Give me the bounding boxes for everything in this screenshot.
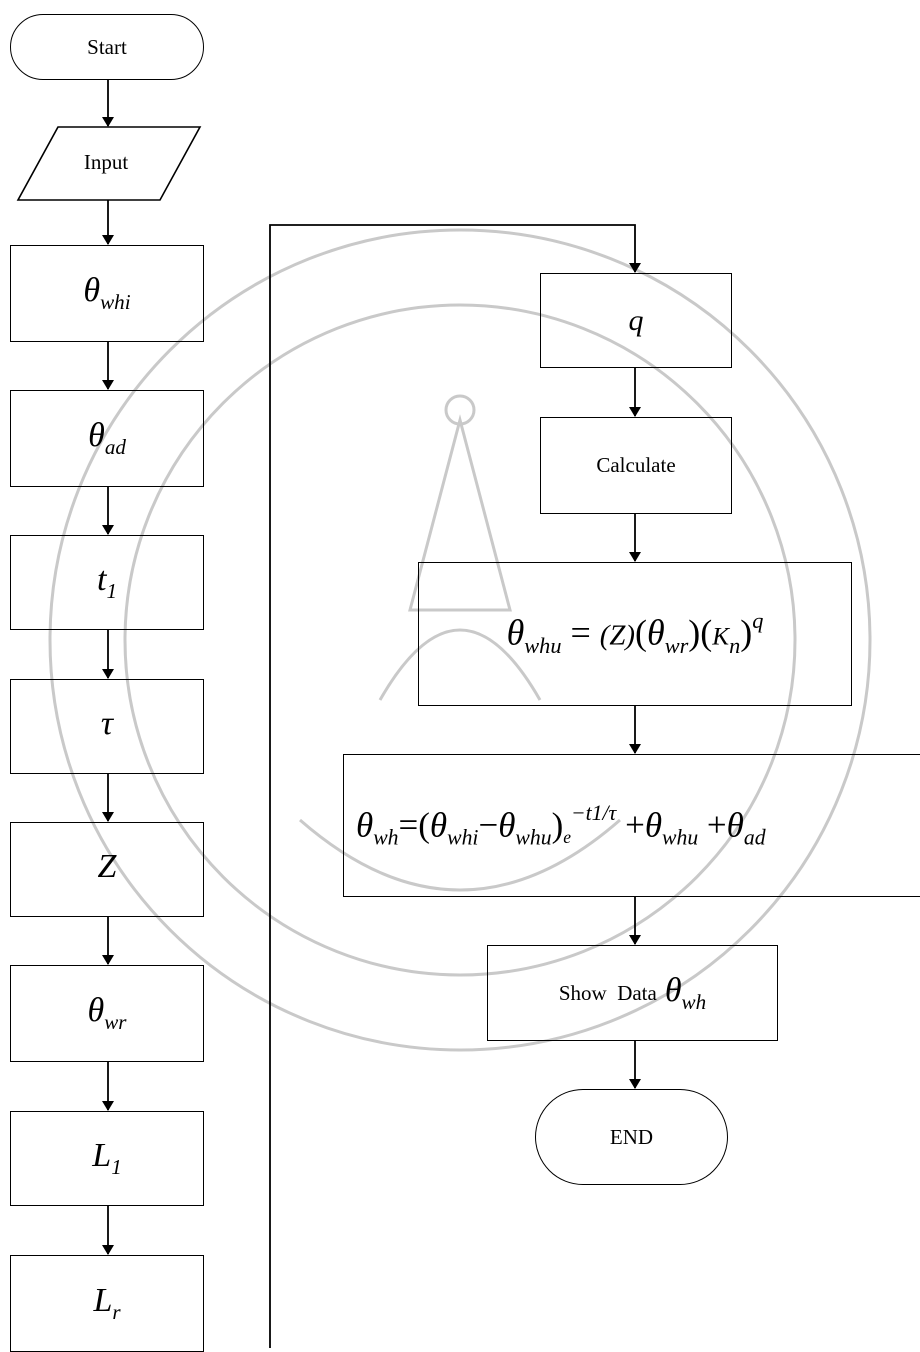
end-terminal: END xyxy=(535,1089,728,1185)
show-data-label: Show Data xyxy=(558,980,657,1005)
formula-box-theta-whu: θwhu = (Z)(θwr)(Kn)q xyxy=(418,562,852,706)
input-box-theta-whi: θwhi xyxy=(10,245,204,342)
f2-a: θ xyxy=(429,805,448,845)
var-base: L xyxy=(92,1137,112,1174)
f2-plus1: + xyxy=(625,805,645,845)
formula-theta-wh: θwh=(θwhi−θwhu)e−t1/τ +θwhu +θad xyxy=(356,801,766,851)
f1-wr: θ xyxy=(647,613,665,654)
process-box-calculate: Calculate xyxy=(540,417,732,514)
f1-wr-sub: wr xyxy=(664,633,689,659)
watermark-spire xyxy=(408,414,512,612)
var-sub: wr xyxy=(104,1010,127,1034)
input-parallelogram xyxy=(16,126,202,201)
watermark-base-curve xyxy=(299,818,621,892)
f2-b-sub: whu xyxy=(515,825,552,850)
var-base: L xyxy=(93,1282,113,1319)
var-sub: 1 xyxy=(111,1155,122,1179)
f1-lhs-sub: whu xyxy=(524,633,562,659)
input-box-l1: L1 xyxy=(10,1111,204,1206)
formula-box-theta-wh: θwh=(θwhi−θwhu)e−t1/τ +θwhu +θad xyxy=(343,754,920,897)
f2-eq: = xyxy=(398,805,419,845)
var-base: θ xyxy=(88,417,105,454)
f2-plus2: + xyxy=(706,805,727,845)
f1-p4: ) xyxy=(740,613,753,654)
input-box-theta-wr: θwr xyxy=(10,965,204,1062)
f2-open: ( xyxy=(418,805,430,845)
f1-z: (Z) xyxy=(599,620,635,653)
var-sub: 1 xyxy=(106,579,117,603)
input-label: Input xyxy=(83,150,129,174)
f2-c-sub: whu xyxy=(662,825,699,850)
q-symbol: q xyxy=(628,303,644,337)
f2-minus: − xyxy=(478,805,499,845)
var-sub: whi xyxy=(100,290,131,314)
f2-lhs-sub: wh xyxy=(373,825,399,850)
show-data-symbol: θwh xyxy=(665,972,706,1015)
var-sub: r xyxy=(112,1300,121,1324)
output-box-show-data: Show Data θwh xyxy=(487,945,778,1041)
f2-close: ) xyxy=(551,805,564,845)
f1-p3: ( xyxy=(700,613,713,654)
input-box-z: Z xyxy=(10,822,204,917)
out-sym-sub: wh xyxy=(681,989,707,1014)
f1-k-sub: n xyxy=(729,633,741,659)
watermark-outer-ring xyxy=(48,228,872,1052)
f1-eq: = xyxy=(570,613,591,654)
f2-d: θ xyxy=(726,805,744,845)
f2-c: θ xyxy=(644,805,663,845)
f1-lhs: θ xyxy=(506,613,525,654)
f1-p1: ( xyxy=(635,613,647,654)
f2-lhs: θ xyxy=(356,805,374,845)
f2-a-sub: whi xyxy=(447,825,479,850)
f1-p2: ) xyxy=(688,613,701,654)
end-label: END xyxy=(609,1124,654,1149)
var-base: θ xyxy=(87,992,105,1029)
input-box-tau: τ xyxy=(10,679,204,774)
f2-b: θ xyxy=(498,805,516,845)
process-box-q: q xyxy=(540,273,732,368)
f2-d-sub: ad xyxy=(743,825,766,850)
watermark-arch xyxy=(378,628,542,701)
input-box-t1: t1 xyxy=(10,535,204,630)
formula-theta-whu: θwhu = (Z)(θwr)(Kn)q xyxy=(507,608,764,659)
f1-exp: q xyxy=(752,608,764,634)
watermark-inner-ring xyxy=(123,303,797,977)
calculate-label: Calculate xyxy=(596,453,676,477)
var-base: t xyxy=(97,561,107,598)
input-box-theta-ad: θad xyxy=(10,390,204,487)
input-box-lr: Lr xyxy=(10,1255,204,1352)
var-base: τ xyxy=(100,705,114,742)
start-terminal: Start xyxy=(10,14,204,80)
var-sub: ad xyxy=(104,435,126,459)
f1-k: K xyxy=(712,624,730,652)
f2-e: e xyxy=(563,826,572,847)
start-label: Start xyxy=(87,34,127,59)
f2-exp: −t1/τ xyxy=(571,800,617,825)
connector-to-q xyxy=(269,224,641,1348)
var-base: θ xyxy=(83,272,101,309)
var-base: Z xyxy=(97,848,117,885)
out-sym: θ xyxy=(664,971,682,1009)
